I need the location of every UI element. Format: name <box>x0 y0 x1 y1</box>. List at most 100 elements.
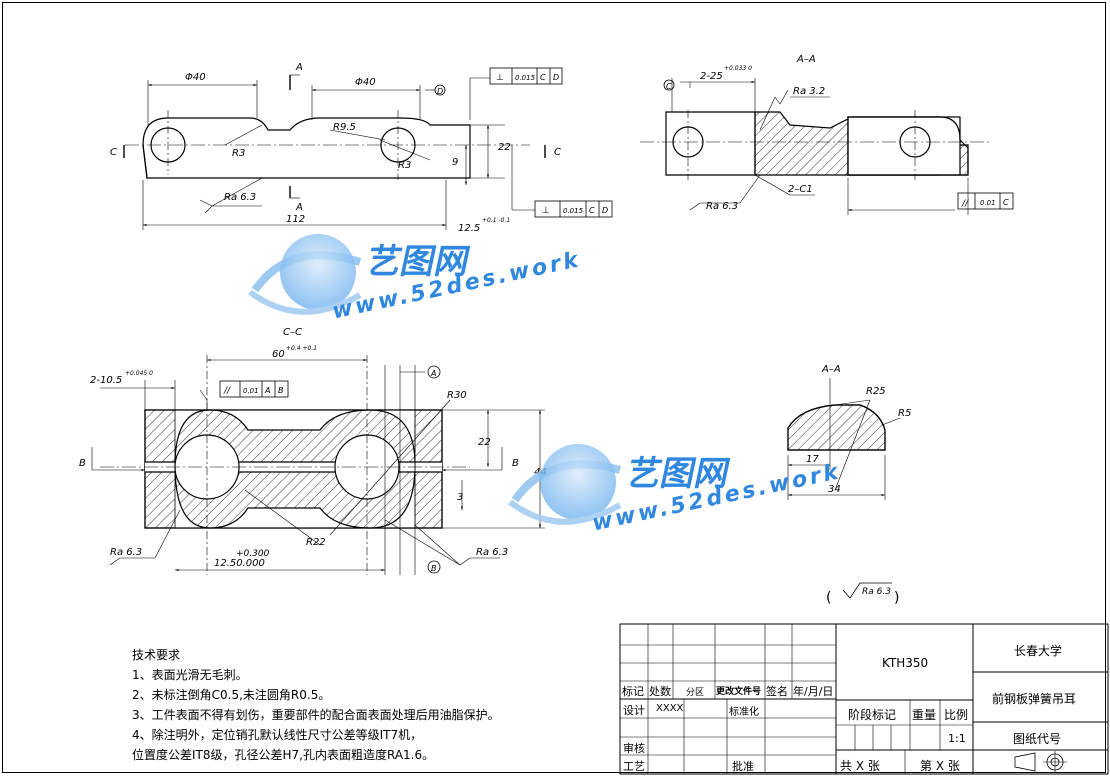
tb-label-zone: 分区 <box>686 688 705 698</box>
technical-requirements: 技术要求 1、表面光滑无毛刺。 2、未标注倒角C0.5,未注圆角R0.5。 3、… <box>132 645 500 765</box>
section-c-left: C <box>110 147 117 158</box>
datum-b: B <box>431 564 437 573</box>
dim-2-105-tol: +0.045 0 <box>125 370 153 377</box>
dim-60-tol: +0.4 +0.1 <box>286 345 317 352</box>
datum-d: D <box>437 87 443 96</box>
tb-drawing-code: 图纸代号 <box>1013 732 1062 746</box>
section-a-top: A <box>295 62 303 73</box>
tech-line-1: 1、表面光滑无毛刺。 <box>132 668 248 682</box>
tb-design: 设计 <box>623 704 645 717</box>
section-aa-small <box>787 378 901 500</box>
datum-c: C <box>666 82 672 91</box>
tb-weight: 重量 <box>912 708 937 722</box>
title-block <box>619 623 1109 775</box>
gdt-top-sym: ⊥ <box>496 73 504 83</box>
gdt-bot-d1: C <box>589 206 595 215</box>
dim-2-25: 2-25 <box>700 71 723 82</box>
dim-r5: R5 <box>898 408 911 419</box>
tech-title: 技术要求 <box>132 648 181 662</box>
tb-org: 长春大学 <box>1014 644 1063 658</box>
tech-line-4: 4、除注明外，定位销孔默认线性尺寸公差等级IT7机， <box>132 728 423 742</box>
cc-title: C–C <box>283 327 302 338</box>
dim-9: 9 <box>452 157 458 168</box>
gdt-aa-d: C <box>1003 198 1009 207</box>
tb-scale: 1:1 <box>948 732 966 745</box>
gdt-bot-d2: D <box>602 206 608 215</box>
tb-approve: 批准 <box>732 760 754 773</box>
ra-cc-left: Ra 6.3 <box>110 547 142 558</box>
tb-part-name: 前钢板弹簧吊耳 <box>992 692 1077 706</box>
ra-cc-right: Ra 6.3 <box>476 547 508 558</box>
tb-label-date: 年/月/日 <box>793 685 834 698</box>
aa-small-title: A–A <box>821 364 841 375</box>
section-c-right: C <box>554 147 561 158</box>
tb-review: 审核 <box>623 742 645 755</box>
general-ra: Ra 6.3 <box>862 587 891 597</box>
gdt-bot-sym: ⊥ <box>542 206 550 216</box>
watermark-logo-bottom <box>508 444 622 525</box>
dim-34: 34 <box>828 484 841 495</box>
svg-text:): ) <box>894 590 899 606</box>
chamfer-2c1: 2–C1 <box>788 184 813 195</box>
gdt-top-val: 0.015 <box>515 74 536 82</box>
dim-60: 60 <box>272 349 285 360</box>
general-roughness <box>842 582 892 599</box>
ra-top: Ra 6.3 <box>224 192 256 203</box>
ra32: Ra 3.2 <box>793 86 825 97</box>
tb-stage: 阶段标记 <box>848 708 897 722</box>
watermark-logo-top <box>248 234 362 315</box>
dim-1250: 12.50.000 <box>214 558 265 569</box>
ra63-aa: Ra 6.3 <box>706 201 738 212</box>
gdt-aa-sym: // <box>961 199 969 209</box>
tb-scale-label: 比例 <box>944 708 969 722</box>
dim-2-25-tol: +0.033 0 <box>724 65 752 72</box>
dim-r95: R9.5 <box>333 122 356 133</box>
gdt-cc-d1: A <box>264 386 270 395</box>
tb-total-sheets: 共 X 张 <box>840 759 880 773</box>
top-view <box>123 67 613 230</box>
tb-process: 工艺 <box>623 760 645 773</box>
tech-line-2: 2、未标注倒角C0.5,未注圆角R0.5。 <box>132 688 331 702</box>
tb-designer: XXXX <box>656 703 684 714</box>
dim-2-105: 2-10.5 <box>90 375 122 386</box>
aa-right-title: A–A <box>796 54 816 65</box>
dim-125-tol: +0.1 -0.1 <box>482 217 510 224</box>
dim-17: 17 <box>806 454 819 465</box>
gdt-top-d1: C <box>540 73 546 82</box>
gdt-cc-sym: // <box>223 386 231 396</box>
gdt-cc-d2: B <box>278 386 284 395</box>
dim-r3-a: R3 <box>232 148 245 159</box>
section-a-bot: A <box>295 202 303 213</box>
dim-d40-mid: Φ40 <box>355 77 376 88</box>
tb-label-sign: 签名 <box>766 685 788 698</box>
dim-r22: R22 <box>306 537 326 548</box>
dim-r30: R30 <box>447 390 467 401</box>
tb-drawing-no: KTH350 <box>882 656 929 670</box>
dim-3: 3 <box>457 492 463 503</box>
tb-sheet-no: 第 X 张 <box>920 759 960 773</box>
b-right: B <box>512 458 519 469</box>
tech-line-5: 位置度公差IT8级，孔径公差H7,孔内表面粗造度RA1.6。 <box>132 748 435 762</box>
svg-text:(: ( <box>826 590 831 606</box>
dim-d40-left: Φ40 <box>185 72 206 83</box>
dim-1250-tol: +0.300 <box>236 549 270 559</box>
gdt-bot-val: 0.015 <box>563 207 584 215</box>
section-aa-right <box>640 78 1014 215</box>
gdt-aa-val: 0.01 <box>980 199 996 207</box>
gdt-cc-val: 0.01 <box>243 387 259 395</box>
dim-112: 112 <box>286 214 305 225</box>
tb-label-change-doc: 更改文件号 <box>716 687 762 697</box>
section-cc <box>91 355 545 575</box>
dim-r3-b: R3 <box>398 160 411 171</box>
gdt-top-d2: D <box>553 73 559 82</box>
dim-r25: R25 <box>866 386 886 397</box>
datum-a: A <box>430 369 436 378</box>
tb-standard: 标准化 <box>729 707 759 718</box>
dim-22: 22 <box>498 142 511 153</box>
tb-label-mark: 标记 <box>622 685 644 698</box>
tb-label-count: 处数 <box>649 685 671 698</box>
dim-22-cc: 22 <box>478 437 491 448</box>
